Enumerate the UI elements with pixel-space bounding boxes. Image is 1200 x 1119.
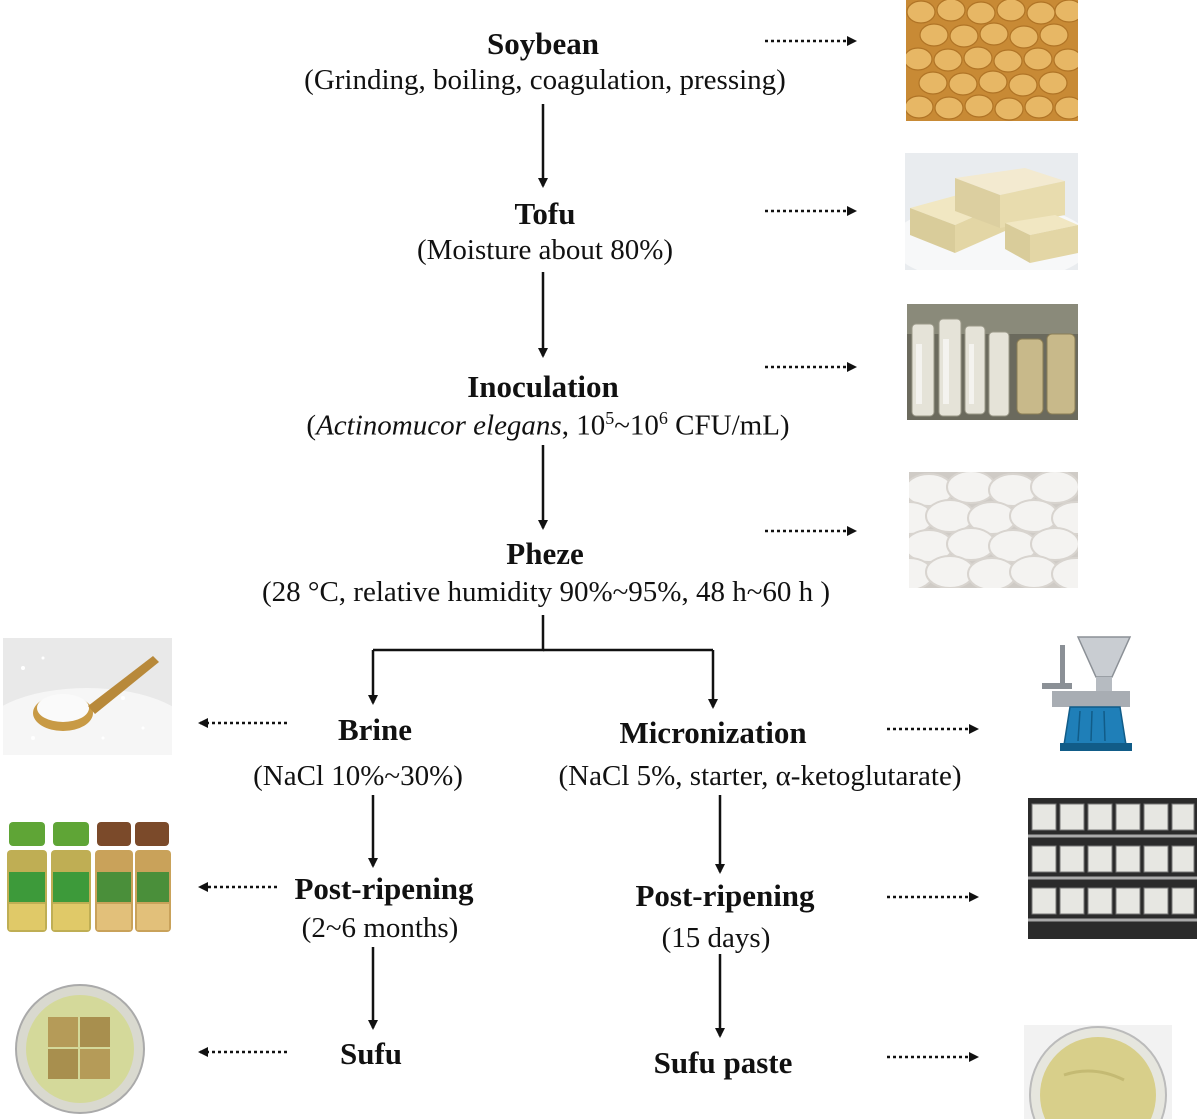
split-connector: [373, 615, 545, 652]
photo-salt: [3, 638, 172, 755]
photo-sufu-jars: [5, 820, 172, 935]
step-tofu-title: Tofu: [514, 196, 576, 231]
step-post-ripening-left-title: Post-ripening: [294, 871, 474, 906]
photo-soybeans: [906, 0, 1078, 121]
photo-inoculation: [907, 304, 1078, 420]
step-brine-title: Brine: [337, 712, 413, 747]
step-inoculation-title: Inoculation: [467, 369, 619, 404]
photo-tofu: [905, 153, 1078, 270]
photo-micronization-mill: [1030, 627, 1151, 754]
step-soybean-detail: (Grinding, boiling, coagulation, pressin…: [304, 64, 786, 96]
photo-sufu-dish: [13, 982, 148, 1116]
step-sufu-paste-title: Sufu paste: [653, 1045, 793, 1080]
photo-sufu-paste-dish: [1024, 1025, 1172, 1119]
step-brine-detail: (NaCl 10%~30%): [253, 760, 463, 792]
step-pheze-detail: (28 °C, relative humidity 90%~95%, 48 h~…: [261, 576, 831, 608]
step-post-ripening-right-title: Post-ripening: [635, 878, 815, 913]
step-pheze-title: Pheze: [506, 536, 584, 571]
step-micronization-title: Micronization: [619, 715, 807, 750]
photo-ripening-shelves: [1028, 798, 1197, 939]
step-sufu-title: Sufu: [339, 1036, 403, 1071]
step-soybean-title: Soybean: [487, 26, 599, 61]
step-tofu-detail: (Moisture about 80%): [416, 234, 674, 266]
photo-pheze: [909, 472, 1078, 588]
step-post-ripening-right-detail: (15 days): [661, 922, 771, 954]
step-micronization-detail: (NaCl 5%, starter, α-ketoglutarate): [558, 760, 962, 792]
step-inoculation-detail: (Actinomucor elegans, 105~106 CFU/mL): [306, 408, 790, 442]
step-post-ripening-left-detail: (2~6 months): [301, 912, 459, 944]
